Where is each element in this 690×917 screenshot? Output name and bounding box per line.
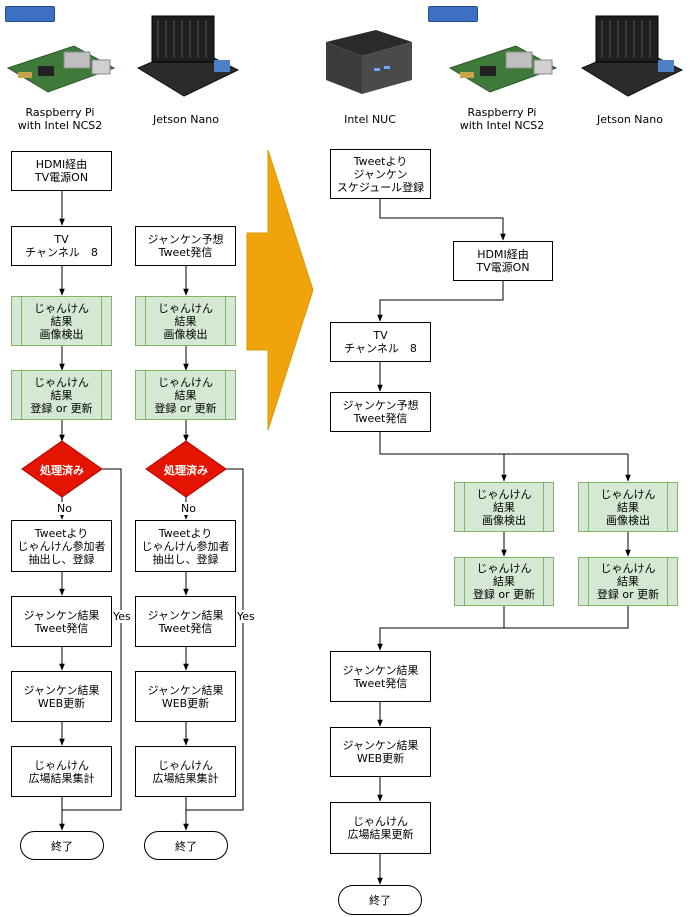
step-tweet-result: ジャンケン結果 Tweet発信 [11,596,112,647]
jetson-nano-image-right [580,15,684,97]
left-col1-connectors [59,191,122,831]
step-tally-results: じゃんけん 広場結果集計 [11,746,112,797]
decision-yes-label: Yes [112,610,132,623]
step-extract-participants-2: Tweetより じゃんけん参加者 抽出し、登録 [135,520,236,572]
step-extract-participants: Tweetより じゃんけん参加者 抽出し、登録 [11,520,112,572]
step-update-results-right: じゃんけん 広場結果更新 [330,802,431,854]
decision-yes-label-2: Yes [236,610,256,623]
step-web-update: ジャンケン結果 WEB更新 [11,671,112,722]
process-image-detect: じゃんけん 結果 画像検出 [11,296,112,346]
step-tweet-result-2: ジャンケン結果 Tweet発信 [135,596,236,647]
device-label-jetson-right: Jetson Nano [597,113,663,126]
step-web-update-2: ジャンケン結果 WEB更新 [135,671,236,722]
terminator-end-2: 終了 [144,831,228,860]
device-label-jetson: Jetson Nano [153,113,219,126]
step-web-update-right: ジャンケン結果 WEB更新 [330,727,431,777]
left-col1-decision [21,440,103,498]
decision-processed-label-2: 処理済み [164,464,208,477]
step-hdmi-power-on-right: HDMI経由 TV電源ON [453,241,553,281]
left-col2-decision [145,440,227,498]
decision-no-label: No [56,502,73,515]
process-image-detect-2: じゃんけん 結果 画像検出 [135,296,236,346]
step-tweet-prediction: ジャンケン予想 Tweet発信 [135,226,236,266]
terminator-end: 終了 [20,831,104,860]
step-hdmi-power-on: HDMI経由 TV電源ON [11,151,112,191]
ncs2-stick-icon-right [428,6,478,22]
step-tweet-result-right: ジャンケン結果 Tweet発信 [330,651,431,702]
step-tv-channel: TV チャンネル 8 [11,226,112,266]
raspberry-pi-board-image [6,45,116,93]
process-image-detect-right-a: じゃんけん 結果 画像検出 [454,482,554,532]
process-register-right-b: じゃんけん 結果 登録 or 更新 [578,557,678,606]
intel-nuc-image [326,30,412,94]
process-register-result-2: じゃんけん 結果 登録 or 更新 [135,370,236,420]
decision-no-label-2: No [180,502,197,515]
ncs2-stick-icon [5,6,55,22]
process-register-right-a: じゃんけん 結果 登録 or 更新 [454,557,554,606]
decision-processed-label: 処理済み [40,464,84,477]
transition-arrow [246,149,314,431]
device-label-nuc: Intel NUC [344,113,396,126]
jetson-nano-image [136,15,240,97]
right-flow-connectors [377,199,631,885]
step-schedule-register: Tweetより ジャンケン スケジュール登録 [330,149,431,199]
terminator-end-right: 終了 [338,885,422,915]
device-label-rpi-right: Raspberry Pi with Intel NCS2 [459,106,545,132]
raspberry-pi-board-image-right [448,45,558,93]
device-label-rpi: Raspberry Pi with Intel NCS2 [17,106,103,132]
step-tweet-prediction-right: ジャンケン予想 Tweet発信 [330,392,431,432]
step-tally-results-2: じゃんけん 広場結果集計 [135,746,236,797]
process-register-result: じゃんけん 結果 登録 or 更新 [11,370,112,420]
step-tv-channel-right: TV チャンネル 8 [330,322,431,362]
process-image-detect-right-b: じゃんけん 結果 画像検出 [578,482,678,532]
